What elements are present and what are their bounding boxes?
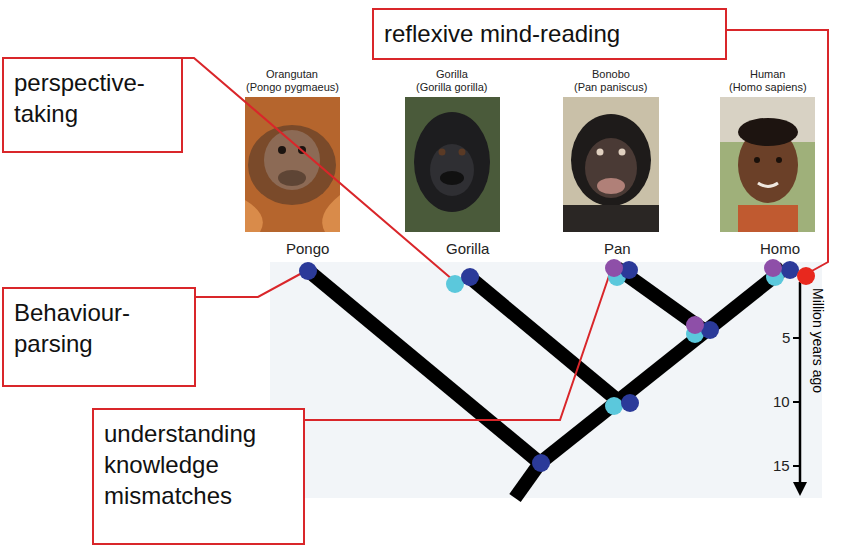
trait-callout: understanding knowledge mismatches: [92, 408, 305, 545]
axis-tick: 15: [773, 457, 790, 474]
time-axis: [793, 282, 807, 496]
trait-dots: [299, 259, 815, 472]
leader-lines: [183, 30, 828, 420]
orangutan-photo: [245, 97, 340, 232]
species-name: Human: [750, 68, 785, 80]
axis-tick: 10: [773, 393, 790, 410]
callout-text: perspective-taking: [14, 67, 171, 129]
trait-callout: reflexive mind-reading: [372, 8, 727, 60]
axis-tick: 5: [782, 329, 790, 346]
trait-callout: Behaviour-parsing: [2, 287, 196, 387]
bonobo-photo: [563, 97, 659, 232]
tree-branches: [305, 268, 785, 498]
trait-callout: perspective-taking: [2, 57, 183, 153]
species-latin: (Pongo pygmaeus): [246, 81, 339, 93]
genus-label: Homo: [760, 240, 800, 257]
genus-label: Pan: [604, 240, 631, 257]
tree-panel: [270, 262, 822, 498]
callout-text: understanding knowledge mismatches: [104, 418, 293, 512]
genus-label: Pongo: [286, 240, 329, 257]
callout-text: Behaviour-parsing: [14, 297, 184, 359]
axis-title: Million years ago: [810, 288, 826, 393]
genus-label: Gorilla: [446, 240, 489, 257]
species-name: Gorilla: [436, 68, 468, 80]
gorilla-photo: [405, 97, 500, 232]
species-latin: (Gorilla gorilla): [416, 81, 488, 93]
species-latin: (Pan paniscus): [574, 81, 647, 93]
callout-text: reflexive mind-reading: [384, 18, 715, 49]
species-name: Bonobo: [592, 68, 630, 80]
human-photo: [720, 97, 815, 232]
species-name: Orangutan: [266, 68, 318, 80]
species-latin: (Homo sapiens): [729, 81, 807, 93]
